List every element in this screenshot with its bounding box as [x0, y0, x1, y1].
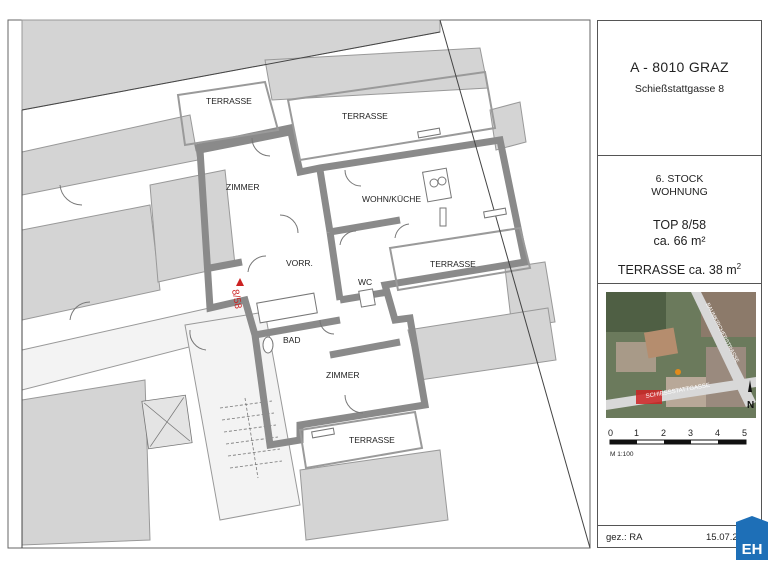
floor-plan: 8/58 TERRASSE TERRASSE ZIMMER WOHN/KÜCHE… — [7, 19, 591, 549]
scale-bar: 0 1 2 3 4 5 M 1:100 — [608, 426, 753, 476]
scale-tick-4: 4 — [715, 428, 720, 438]
room-label-bad: BAD — [283, 335, 300, 345]
room-label-zimmer-1: ZIMMER — [226, 182, 260, 192]
room-label-wc: WC — [358, 277, 372, 287]
room-label-vorr: VORR. — [286, 258, 313, 268]
scale-tick-0: 0 — [608, 428, 613, 438]
north-label: N — [747, 400, 754, 411]
scale-tick-5: 5 — [742, 428, 747, 438]
room-label-zimmer-2: ZIMMER — [326, 370, 360, 380]
date: 15.07.2 — [706, 532, 738, 543]
neighbour-blocks — [21, 19, 557, 546]
scale-label: M 1:100 — [610, 451, 634, 458]
room-label-terrasse-4: TERRASSE — [349, 435, 395, 445]
city-title: A - 8010 GRAZ — [630, 59, 729, 75]
divider — [598, 155, 761, 156]
unit-area: ca. 66 m² — [653, 234, 706, 248]
scale-tick-2: 2 — [661, 428, 666, 438]
divider — [598, 525, 761, 526]
site-lines — [21, 19, 591, 549]
fixtures — [256, 127, 507, 439]
terrace-area: TERRASSE ca. 38 m2 — [617, 262, 742, 278]
room-label-terrasse-1: TERRASSE — [206, 96, 252, 106]
unit-top-number: TOP 8/58 — [652, 218, 707, 232]
door-swings — [59, 137, 410, 414]
room-label-terrasse-3: TERRASSE — [430, 259, 476, 269]
street-address: Schießstattgasse 8 — [634, 83, 725, 95]
divider — [598, 283, 761, 284]
staircase — [141, 394, 283, 479]
unit-type-label: WOHNUNG — [651, 186, 708, 198]
svg-text:EH: EH — [742, 541, 763, 558]
entrance-marker-label: 8/58 — [229, 289, 243, 311]
floor-label: 6. STOCK — [655, 173, 704, 185]
room-label-wohnkueche: WOHN/KÜCHE — [362, 194, 421, 204]
scale-tick-3: 3 — [688, 428, 693, 438]
aerial-map: SCHIESSSTATTGASSE BAUMKIRCHERSTRASSE N — [606, 292, 756, 418]
entrance-marker-icon — [236, 278, 244, 286]
eh-logo: EH — [736, 516, 768, 560]
room-label-terrasse-2: TERRASSE — [342, 111, 388, 121]
drawn-by: gez.: RA — [606, 532, 643, 543]
scale-tick-1: 1 — [634, 428, 639, 438]
terrace-outlines — [176, 70, 532, 470]
north-arrow-icon — [748, 380, 752, 392]
info-panel: A - 8010 GRAZ Schießstattgasse 8 6. STOC… — [597, 20, 762, 548]
